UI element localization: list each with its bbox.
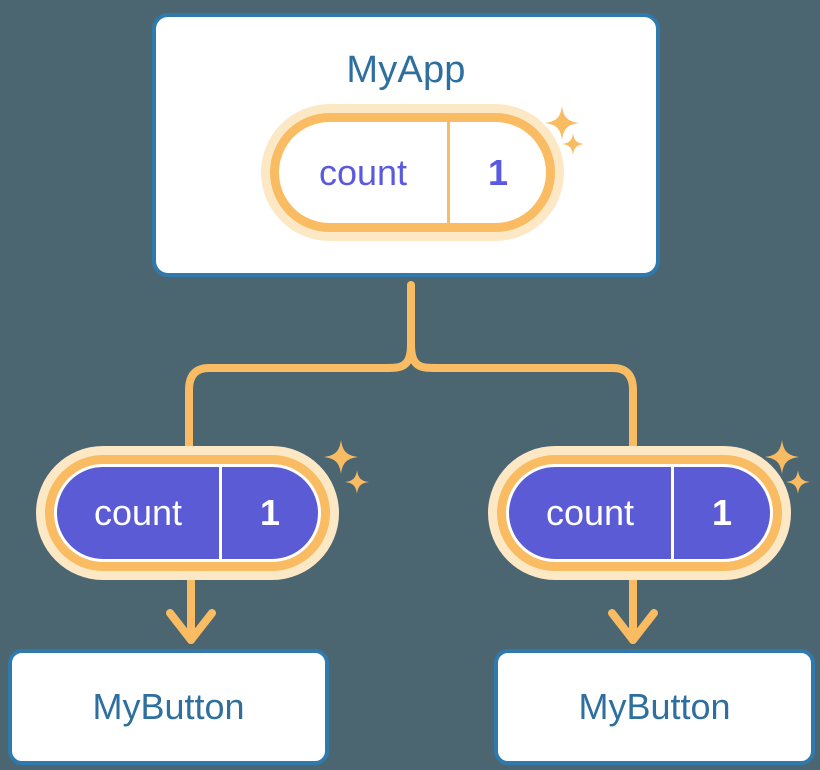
state-pill-key: count [545, 492, 635, 533]
sparkle-icon-large-right [765, 440, 799, 474]
sparkle-icon-small-left [345, 470, 369, 494]
sparkle-icon-large-top [545, 106, 579, 140]
arrow-down-icon-right-head [608, 609, 658, 644]
state-pill-value: 1 [259, 492, 281, 533]
state-pill-myapp: count 1 [261, 104, 564, 241]
mybutton-box-left[interactable]: MyButton [8, 649, 329, 765]
sparkle-icon-large-left [324, 440, 358, 474]
mybutton-box-right[interactable]: MyButton [494, 649, 815, 765]
sparkle-icon-small-right [786, 470, 810, 494]
connector-branch-right [407, 341, 637, 456]
state-pill-divider [219, 467, 222, 559]
page-title: MyApp [346, 49, 466, 91]
mybutton-label: MyButton [92, 686, 245, 727]
state-pill-body: count 1 [279, 122, 546, 223]
state-pill-right: count 1 [488, 446, 791, 580]
mybutton-label: MyButton [578, 686, 731, 727]
sparkle-icon-small-top [562, 133, 584, 155]
state-pill-value: 1 [487, 151, 509, 193]
connector-branch-left [185, 341, 415, 456]
state-pill-left: count 1 [36, 446, 339, 580]
state-pill-body: count 1 [506, 464, 773, 562]
state-pill-value: 1 [711, 492, 733, 533]
state-pill-body: count 1 [54, 464, 321, 562]
state-pill-key: count [93, 492, 183, 533]
state-pill-divider [447, 122, 450, 223]
state-pill-key: count [318, 151, 408, 193]
state-pill-divider [671, 467, 674, 559]
arrow-down-icon-left-head [166, 609, 216, 644]
